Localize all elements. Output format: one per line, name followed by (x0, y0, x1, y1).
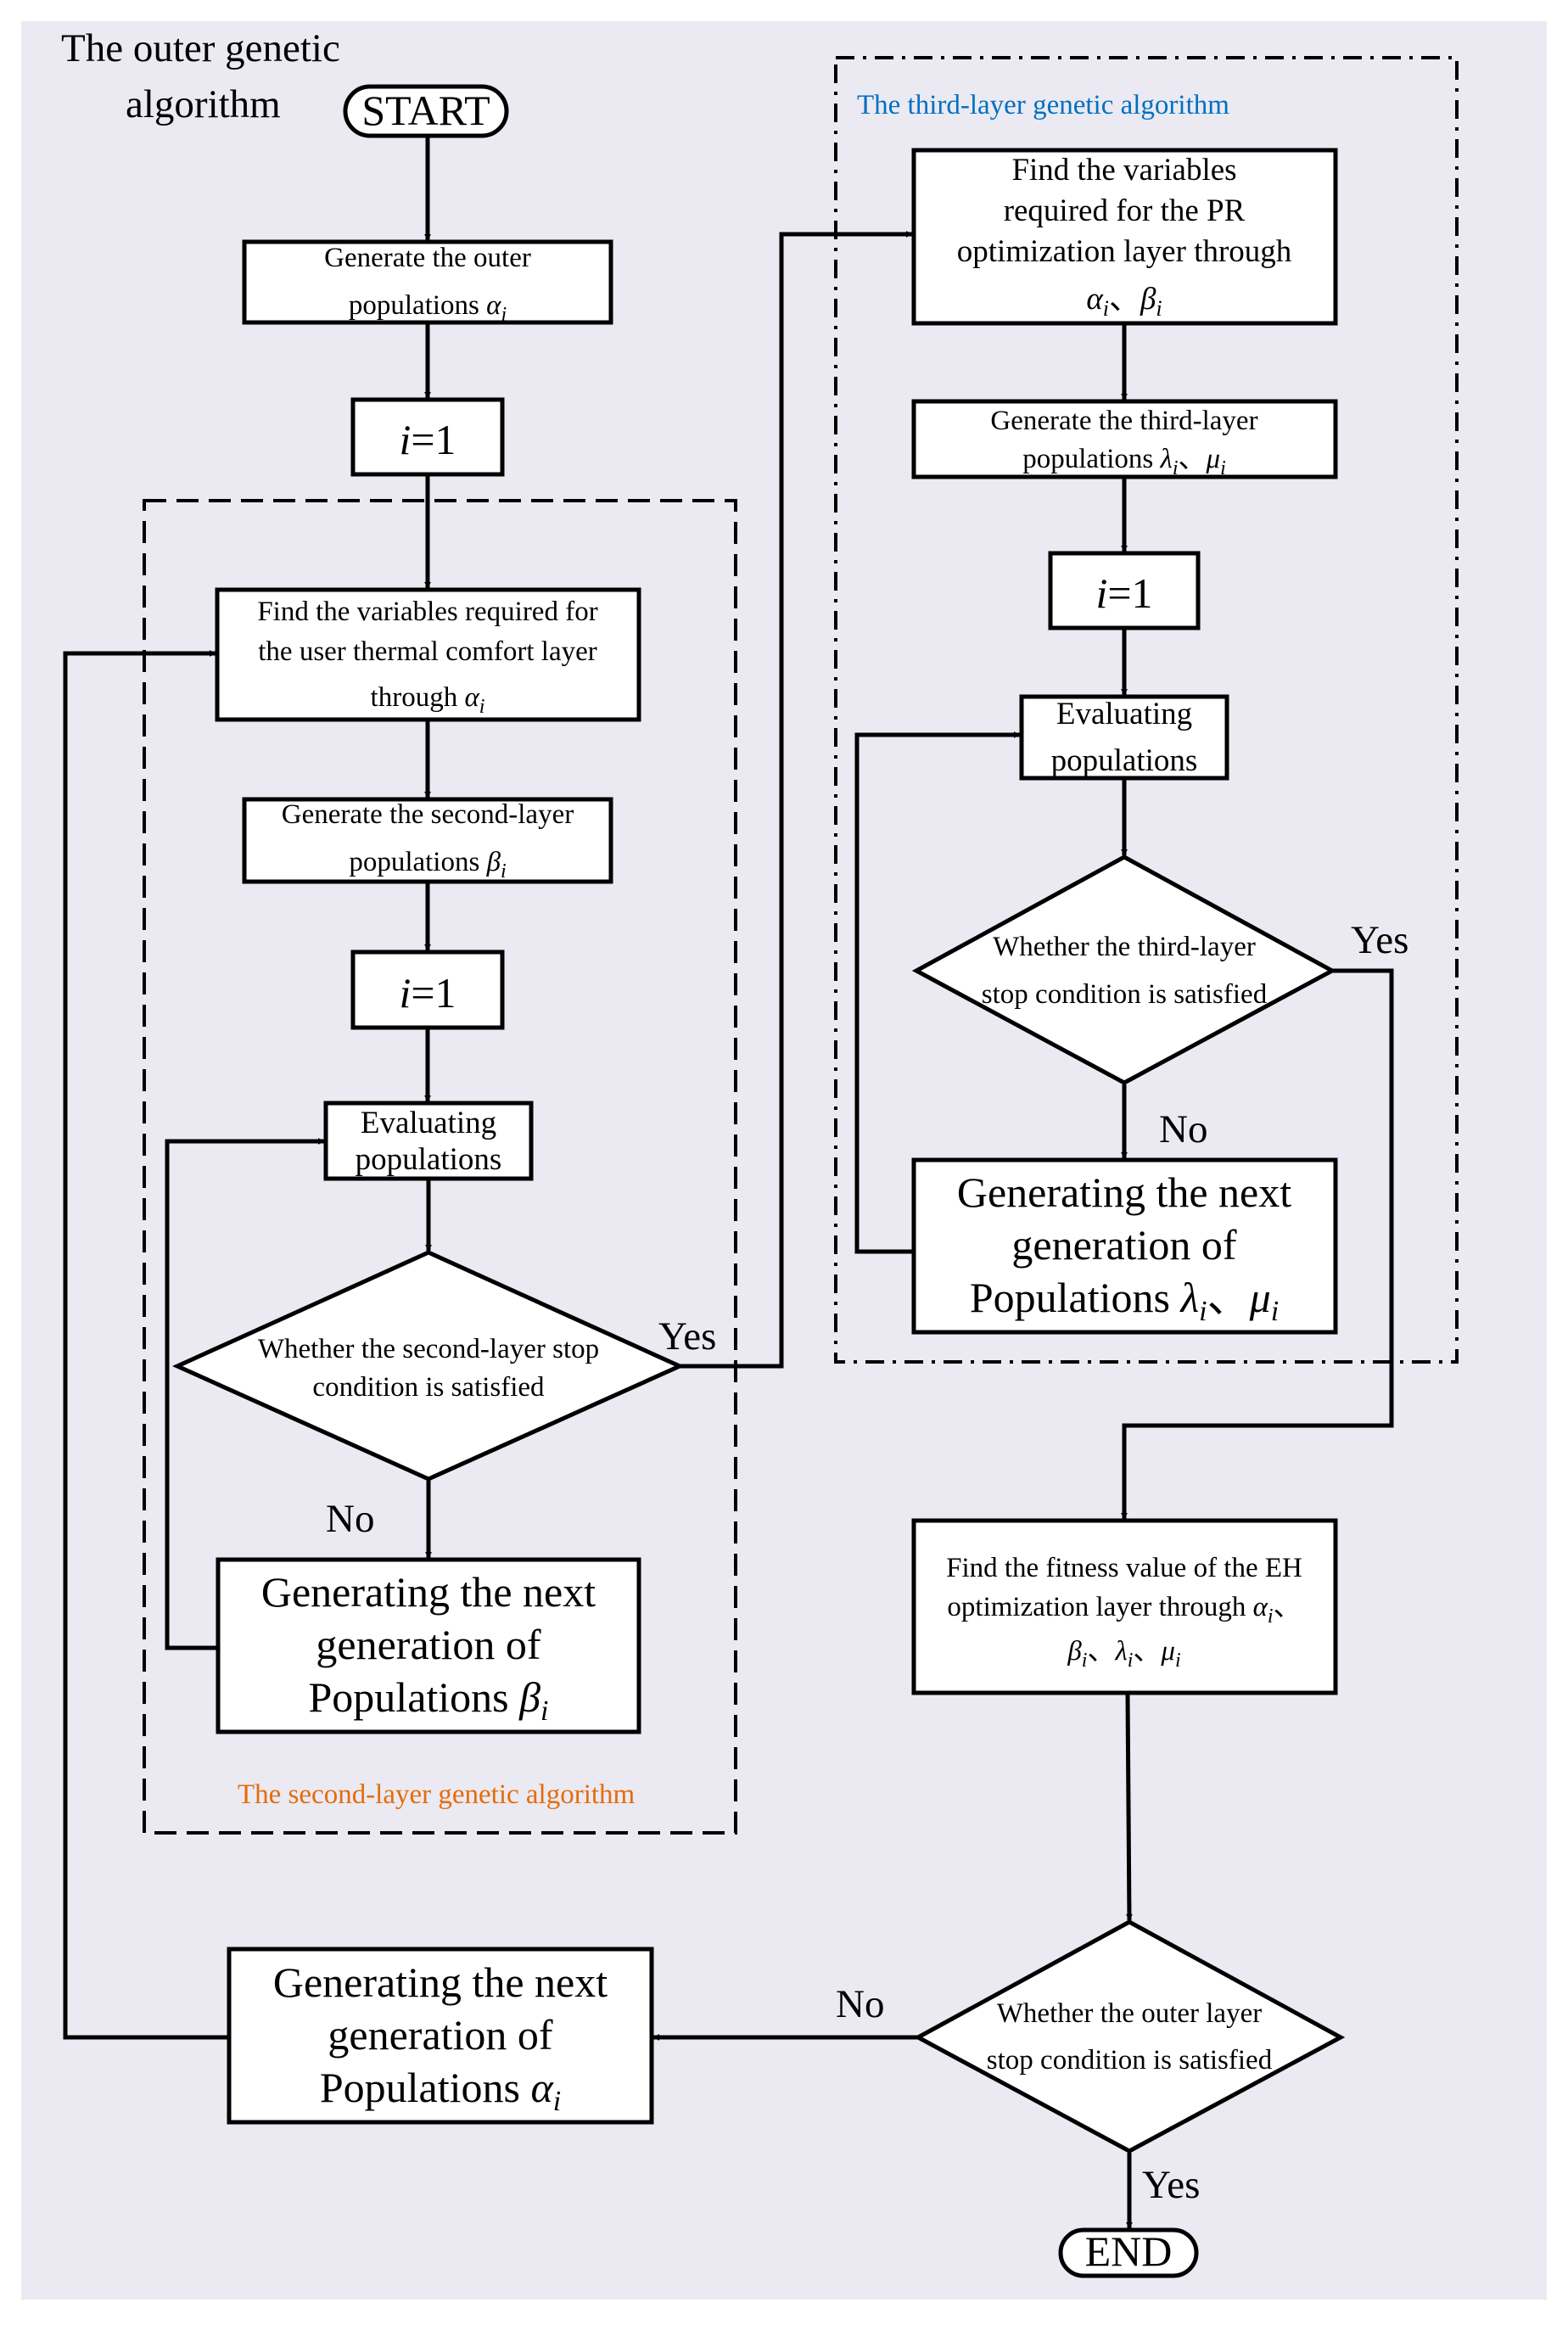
yes-label-outer: Yes (1142, 2163, 1200, 2207)
next-second-line2: generation of (316, 1621, 541, 1668)
next-outer-line3: Populations αi (320, 2064, 561, 2117)
next-outer-line2: generation of (328, 2011, 553, 2059)
evaluating-populations-second-box (323, 1101, 534, 1181)
outer-title-line2: algorithm (126, 82, 281, 126)
next-second-line3: Populations βi (309, 1673, 549, 1727)
find-eh-fitness-box (911, 1518, 1338, 1695)
cond-third-line1: Whether the third-layer (993, 932, 1256, 962)
gen-third-line2: populations λi、μi (1022, 444, 1225, 479)
arrow-third-yes-to-find-eh (1121, 968, 1394, 1520)
generate-second-layer-box (242, 797, 613, 884)
find-pr-line3: optimization layer through (957, 234, 1292, 269)
find-eh-line3: βi、λi、μi (1067, 1636, 1180, 1672)
find-user-line3: through αi (371, 682, 485, 718)
cond-third-line2: stop condition is satisfied (982, 979, 1268, 1010)
second-layer-title: The second-layer genetic algorithm (238, 1779, 636, 1810)
i-equals-1-outer-box (350, 397, 505, 477)
next-third-line1: Generating the next (957, 1168, 1291, 1216)
start-label: START (361, 87, 490, 134)
eval-second-line2: populations (356, 1142, 502, 1177)
generate-third-layer-box (911, 399, 1338, 479)
find-user-line1: Find the variables required for (257, 597, 597, 627)
cond-second-line1: Whether the second-layer stop (258, 1334, 599, 1364)
next-outer-line1: Generating the next (273, 1958, 608, 2006)
i-equals-1-outer: i=1 (399, 416, 456, 463)
third-layer-stop-condition-diamond (911, 854, 1337, 1085)
no-label-third: No (1159, 1107, 1207, 1151)
next-generation-outer-box (227, 1947, 654, 2125)
yes-label-second: Yes (658, 1314, 716, 1359)
third-layer-group-outline (834, 56, 1459, 1364)
connectors (63, 136, 1394, 2229)
find-eh-line1: Find the fitness value of the EH (946, 1553, 1302, 1583)
end-label: END (1085, 2227, 1173, 2275)
eval-third-line1: Evaluating (1056, 697, 1192, 731)
yes-label-third: Yes (1351, 918, 1408, 962)
find-user-thermal-variables-box (215, 587, 641, 722)
arrow-loop-second (165, 1138, 325, 1650)
i-equals-1-second-box (350, 950, 505, 1030)
gen-outer-line1: Generate the outer (324, 243, 531, 273)
cond-outer-line1: Whether the outer layer (997, 1998, 1262, 2029)
find-pr-line4: αi、βi (1086, 282, 1162, 321)
find-pr-line2: required for the PR (1004, 193, 1246, 228)
eval-second-line1: Evaluating (361, 1106, 496, 1140)
second-layer-stop-condition-diamond (171, 1250, 686, 1482)
next-third-line3: Populations λi、μi (970, 1274, 1279, 1327)
arrow-find-eh-to-cond-outer (1125, 1694, 1133, 1921)
next-third-line2: generation of (1011, 1221, 1237, 1269)
outer-layer-stop-condition-diamond (913, 1919, 1346, 2154)
find-user-line2: the user thermal comfort layer (258, 636, 597, 667)
arrow-loop-third (854, 731, 1021, 1254)
next-second-line1: Generating the next (261, 1568, 596, 1616)
i-equals-1-second: i=1 (399, 969, 456, 1017)
i-equals-1-third: i=1 (1095, 569, 1152, 617)
third-layer-title: The third-layer genetic algorithm (857, 90, 1229, 120)
no-label-second: No (326, 1497, 374, 1541)
find-pr-line1: Find the variables (1011, 153, 1236, 188)
gen-third-line1: Generate the third-layer (990, 406, 1257, 436)
generate-outer-populations-box (242, 239, 613, 325)
i-equals-1-third-box (1048, 551, 1201, 630)
evaluating-populations-third-box (1019, 694, 1229, 781)
gen-second-line1: Generate the second-layer (282, 799, 574, 830)
gen-second-line2: populations βi (349, 847, 506, 882)
next-generation-second-box (216, 1557, 641, 1734)
find-pr-variables-box (911, 148, 1338, 326)
eval-third-line2: populations (1051, 743, 1198, 778)
next-generation-third-box (911, 1157, 1338, 1335)
arrow-loop-outer (63, 650, 229, 2040)
outer-title-line1: The outer genetic (61, 26, 340, 70)
gen-outer-line2: populations αi (349, 290, 507, 326)
cond-second-line2: condition is satisfied (312, 1372, 545, 1403)
second-layer-group-outline (143, 499, 737, 1835)
arrow-second-yes-to-find-pr (680, 231, 913, 1369)
find-eh-line2: optimization layer through αi、 (947, 1592, 1301, 1628)
no-label-outer: No (836, 1982, 884, 2026)
end-terminal (1058, 2227, 1199, 2278)
cond-outer-line2: stop condition is satisfied (987, 2045, 1273, 2076)
